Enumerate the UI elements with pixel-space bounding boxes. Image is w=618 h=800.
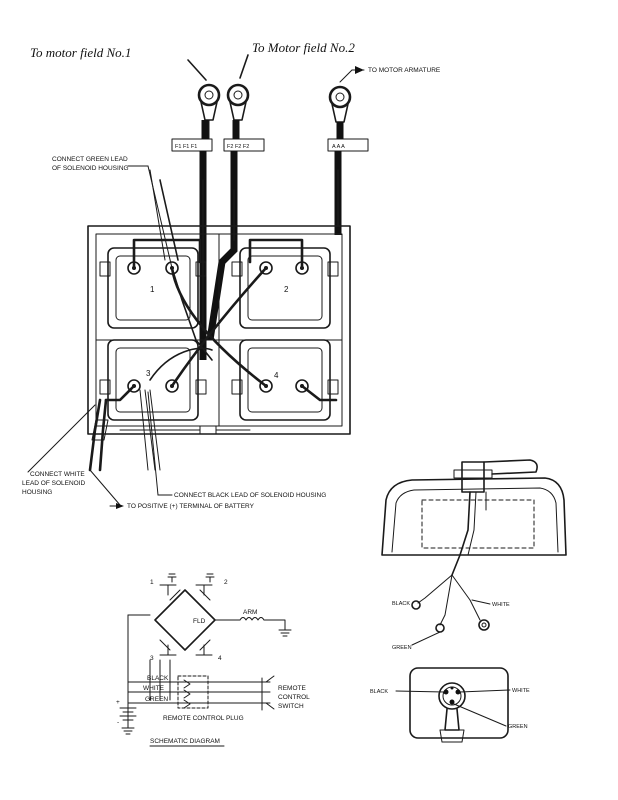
svg-text:3: 3 bbox=[150, 655, 154, 662]
solenoid-housing: BLACK WHITE GREEN bbox=[381, 459, 567, 651]
schematic-contact-2: 2 bbox=[195, 579, 228, 596]
ring-terminal-f1 bbox=[197, 83, 221, 121]
schematic-switch-3: SWITCH bbox=[278, 703, 304, 710]
schematic-contact-1: 1 bbox=[150, 579, 177, 596]
solenoid-1-number: 1 bbox=[150, 285, 155, 294]
cable-armature bbox=[334, 122, 344, 235]
plug-end-view: BLACK WHITE GREEN bbox=[370, 667, 530, 743]
solenoid-3: 3 bbox=[99, 339, 207, 421]
green-lead-text-2: OF SOLENOID HOUSING bbox=[52, 165, 129, 172]
solenoid-4: 4 bbox=[231, 339, 339, 421]
schematic-switch-2: CONTROL bbox=[278, 694, 310, 701]
plug-green: GREEN bbox=[508, 724, 528, 730]
terminal-label-a: A A A bbox=[327, 138, 369, 152]
schematic-green: GREEN bbox=[145, 696, 168, 703]
svg-text:2: 2 bbox=[224, 579, 228, 586]
svg-text:F1 F1 F1: F1 F1 F1 bbox=[175, 144, 197, 150]
housing-white: WHITE bbox=[492, 602, 510, 608]
battery-text: TO POSITIVE (+) TERMINAL OF BATTERY bbox=[127, 503, 255, 510]
solenoid-pack: 1 2 3 bbox=[87, 225, 351, 435]
field-2-pointer bbox=[239, 54, 249, 79]
black-lead-text: CONNECT BLACK LEAD OF SOLENOID HOUSING bbox=[174, 492, 326, 499]
white-lead-annotation: CONNECT WHITE LEAD OF SOLENOID HOUSING bbox=[22, 404, 96, 496]
schematic-title: SCHEMATIC DIAGRAM bbox=[150, 738, 220, 745]
svg-text:4: 4 bbox=[218, 655, 222, 662]
schematic-minus: - bbox=[117, 719, 119, 726]
schematic-white: WHITE bbox=[143, 685, 165, 692]
schematic-switch-1: REMOTE bbox=[278, 685, 306, 692]
white-lead-text-2: LEAD OF SOLENOID bbox=[22, 480, 86, 487]
green-lead-annotation: CONNECT GREEN LEAD OF SOLENOID HOUSING bbox=[52, 156, 173, 269]
schematic-contact-4: 4 bbox=[195, 644, 222, 662]
housing-black: BLACK bbox=[392, 601, 410, 607]
schematic-diagram: FLD 1 2 3 4 ARM bbox=[116, 573, 310, 747]
schematic-fld: FLD bbox=[193, 618, 206, 625]
svg-text:1: 1 bbox=[150, 579, 154, 586]
ring-terminal-f2 bbox=[226, 83, 250, 121]
svg-text:A A A: A A A bbox=[332, 144, 345, 150]
solenoid-1: 1 bbox=[99, 247, 207, 329]
schematic-contact-3: 3 bbox=[150, 644, 177, 662]
green-lead-text-1: CONNECT GREEN LEAD bbox=[52, 156, 128, 163]
plug-black: BLACK bbox=[370, 689, 388, 695]
schematic-arm: ARM bbox=[243, 609, 257, 616]
cable-f1 bbox=[199, 119, 210, 360]
cable-f2 bbox=[206, 120, 240, 341]
schematic-black: BLACK bbox=[147, 675, 169, 682]
armature-label: TO MOTOR ARMATURE bbox=[368, 67, 441, 74]
terminal-label-f1: F1 F1 F1 bbox=[171, 138, 213, 152]
plug-white: WHITE bbox=[512, 688, 530, 694]
solenoid-2-number: 2 bbox=[284, 285, 289, 294]
schematic-plug: REMOTE CONTROL PLUG bbox=[163, 715, 244, 722]
battery-cable bbox=[88, 398, 121, 506]
black-lead-annotation: CONNECT BLACK LEAD OF SOLENOID HOUSING bbox=[147, 391, 326, 499]
terminal-label-f2: F2 F2 F2 bbox=[223, 138, 265, 152]
schematic-plus: + bbox=[116, 699, 120, 706]
solenoid-4-number: 4 bbox=[274, 371, 279, 380]
housing-green: GREEN bbox=[392, 645, 412, 651]
white-lead-text-3: HOUSING bbox=[22, 489, 52, 496]
motor-field-2-label: To Motor field No.2 bbox=[252, 40, 355, 55]
field-1-pointer bbox=[187, 59, 207, 81]
solenoid-3-number: 3 bbox=[146, 369, 151, 378]
motor-field-1-label: To motor field No.1 bbox=[30, 45, 131, 60]
armature-label-group: TO MOTOR ARMATURE bbox=[339, 66, 441, 83]
white-lead-text-1: CONNECT WHITE bbox=[30, 471, 85, 478]
svg-text:F2 F2 F2: F2 F2 F2 bbox=[227, 144, 249, 150]
ring-terminal-armature bbox=[328, 85, 352, 123]
battery-annotation: TO POSITIVE (+) TERMINAL OF BATTERY bbox=[109, 503, 255, 510]
